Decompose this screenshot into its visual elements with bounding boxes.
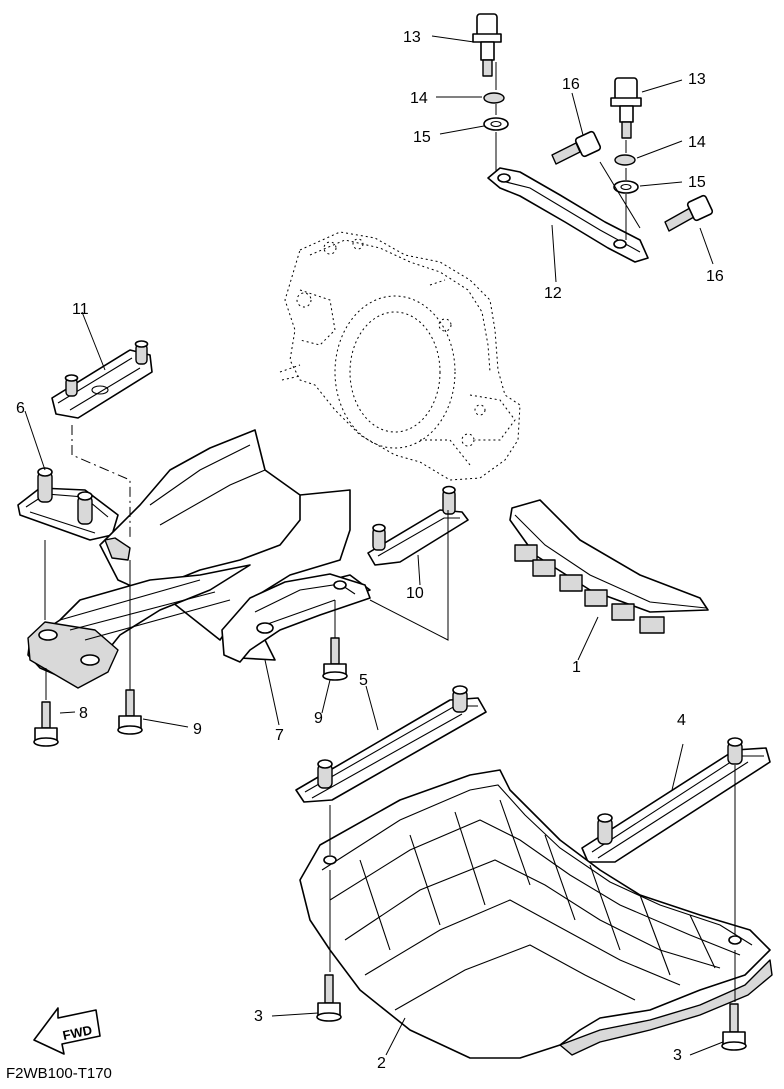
fwd-arrow-icon: FWD [33, 1007, 101, 1055]
callout-1: 1 [572, 659, 581, 676]
bolt-16-upper [551, 130, 602, 165]
callout-13-right: 13 [688, 71, 706, 88]
bolt-9-center [322, 637, 348, 681]
washer-14-right [614, 154, 636, 166]
assembly-lines [44, 62, 736, 1002]
callout-11: 11 [72, 301, 89, 318]
damper-block-1 [509, 499, 709, 634]
callout-16-top: 16 [562, 76, 580, 93]
washer-15-right [613, 180, 639, 194]
bolt-13-right [610, 77, 642, 139]
callout-15-right: 15 [688, 174, 706, 191]
callout-leaders [24, 35, 724, 1056]
intake-duct-7 [27, 429, 371, 689]
callout-12: 12 [544, 285, 562, 302]
callout-labels: 13 14 15 16 13 14 15 16 12 11 6 10 1 7 8… [16, 29, 724, 1072]
callout-15-left: 15 [413, 129, 431, 146]
bolt-9-left [117, 689, 143, 735]
retainer-bracket-12 [487, 167, 649, 263]
intake-grate-2 [299, 769, 773, 1059]
diagram-code: F2WB100-T170 [6, 1065, 112, 1082]
callout-5: 5 [359, 672, 368, 689]
fwd-arrow-label: FWD [61, 1022, 93, 1043]
callout-14-left: 14 [410, 90, 428, 107]
callout-8: 8 [79, 705, 88, 722]
mount-plate-11 [51, 340, 153, 419]
rail-bracket-4 [581, 737, 771, 863]
bolt-13-left [472, 13, 502, 77]
bolt-8 [33, 701, 59, 747]
callout-16-right: 16 [706, 268, 724, 285]
callout-6: 6 [16, 400, 25, 417]
callout-9-center: 9 [314, 710, 323, 727]
rail-bracket-5 [295, 685, 487, 803]
callout-10: 10 [406, 585, 424, 602]
callout-4: 4 [677, 712, 686, 729]
bolt-3-left [316, 974, 342, 1022]
bolt-3-right [721, 1003, 747, 1051]
mount-bracket-6 [17, 467, 119, 541]
washer-15-left [483, 117, 509, 131]
callout-3-right: 3 [673, 1047, 682, 1064]
pump-housing-outline [279, 231, 521, 481]
callout-13-top: 13 [403, 29, 421, 46]
callout-9-left: 9 [193, 721, 202, 738]
mount-bracket-10 [367, 485, 469, 566]
callout-3-left: 3 [254, 1008, 263, 1025]
washer-14-left [483, 92, 505, 104]
callout-14-right: 14 [688, 134, 706, 151]
bolt-16-lower [664, 194, 714, 232]
callout-7: 7 [275, 727, 284, 744]
callout-2: 2 [377, 1055, 386, 1072]
